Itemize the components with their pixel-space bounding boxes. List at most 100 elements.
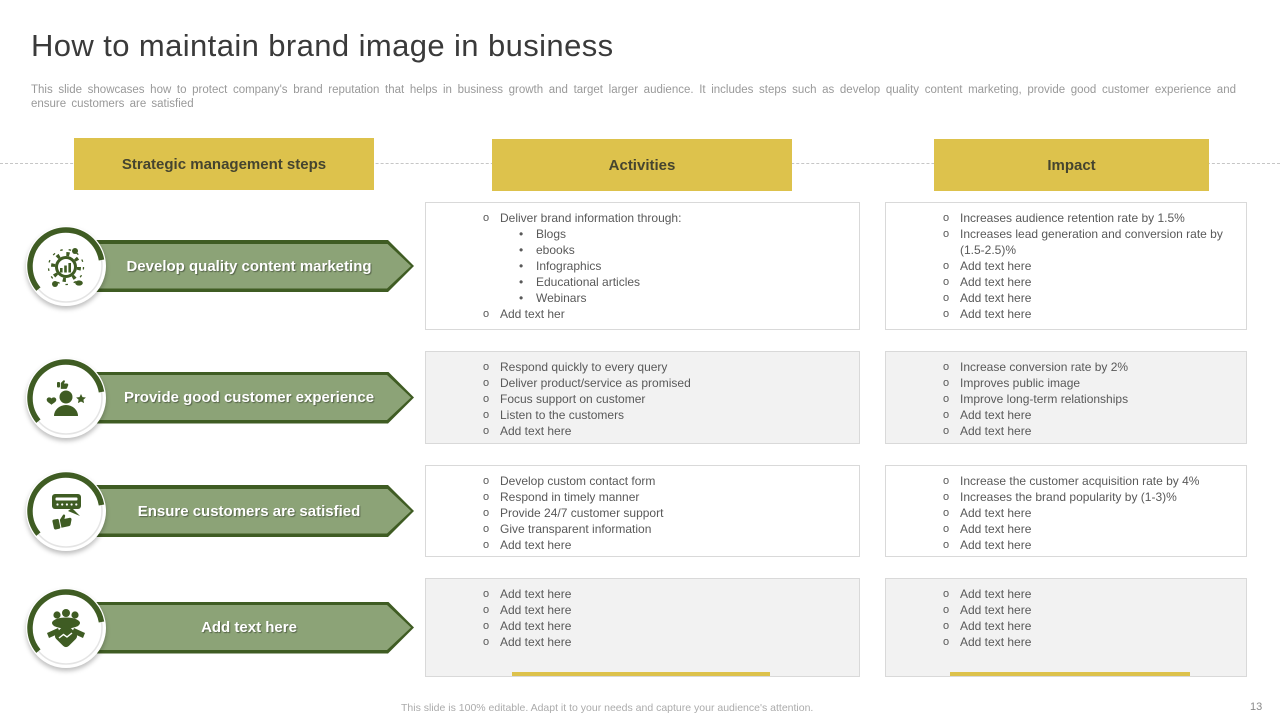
step-arrow-banner: Develop quality content marketing	[88, 240, 414, 292]
column-header-steps: Strategic management steps	[74, 138, 374, 190]
step-banner-label: Add text here	[201, 619, 297, 636]
page-title: How to maintain brand image in business	[31, 28, 614, 63]
bullet-marker: o	[483, 523, 490, 535]
bullet-marker: o	[483, 539, 490, 551]
item-text: Increases lead generation and conversion…	[960, 227, 1223, 257]
bullet-marker: o	[483, 377, 490, 389]
sub-bullet-marker: •	[519, 227, 524, 241]
item-text: Respond in timely manner	[500, 490, 640, 504]
activity-item: o Give transparent information	[483, 521, 851, 537]
step-arrow-fill	[88, 605, 411, 650]
bullet-marker: o	[943, 308, 950, 320]
item-text: Give transparent information	[500, 522, 652, 536]
bullet-marker: o	[483, 393, 490, 405]
bullet-marker: o	[943, 475, 950, 487]
bullet-marker: o	[943, 409, 950, 421]
step-banner: Provide good customer experience	[26, 357, 414, 438]
sub-item: •ebooks	[519, 242, 851, 258]
sub-bullet-marker: •	[519, 275, 524, 289]
activity-item: o Focus support on customer	[483, 391, 851, 407]
impact-item: o Increases the brand popularity by (1-3)…	[943, 489, 1238, 505]
step-banner: Ensure customers are satisfied	[26, 471, 414, 551]
customer-satisfaction-icon	[27, 472, 105, 550]
sub-item-text: Infographics	[536, 259, 602, 273]
step-banner: Develop quality content marketing	[26, 226, 414, 306]
sub-item-text: Educational articles	[536, 275, 641, 289]
bullet-marker: o	[943, 377, 950, 389]
sub-bullet-marker: •	[519, 243, 524, 257]
column-header-impact: Impact	[934, 139, 1209, 191]
step-icon-circle	[26, 226, 106, 306]
bullet-marker: o	[943, 260, 950, 272]
impact-list: o Increase the customer acquisition rate …	[886, 466, 1246, 553]
table-row: Ensure customers are satisfied	[0, 465, 1280, 557]
bullet-marker: o	[483, 409, 490, 421]
footer-note: This slide is 100% editable. Adapt it to…	[401, 702, 814, 714]
item-text: Add text here	[500, 424, 572, 438]
impact-item: o Improves public image	[943, 375, 1238, 391]
bullet-marker: o	[943, 636, 950, 648]
item-text: Add text here	[960, 506, 1032, 520]
item-text: Increases the brand popularity by (1-3)%	[960, 490, 1177, 504]
handshake-icon	[27, 588, 105, 667]
bullet-marker: o	[483, 620, 490, 632]
item-text: Increase conversion rate by 2%	[960, 360, 1129, 374]
item-text: Increase the customer acquisition rate b…	[960, 474, 1200, 488]
item-text: Add text here	[960, 307, 1032, 321]
bullet-marker: o	[483, 507, 490, 519]
bullet-marker: o	[943, 523, 950, 535]
bullet-marker: o	[483, 308, 490, 320]
bullet-marker: o	[483, 636, 490, 648]
item-text: Add text here	[960, 635, 1032, 649]
item-text: Focus support on customer	[500, 392, 646, 406]
item-text: Develop custom contact form	[500, 474, 656, 488]
item-text: Add text here	[500, 619, 572, 633]
sub-item: •Webinars	[519, 290, 851, 306]
table-row: Provide good customer experience	[0, 351, 1280, 444]
content-marketing-icon	[27, 227, 105, 305]
bullet-marker: o	[943, 539, 950, 551]
step-arrow-fill	[88, 489, 411, 534]
table-row: Develop quality content marketing	[0, 202, 1280, 330]
step-arrow-fill	[88, 244, 411, 289]
item-text: Improves public image	[960, 376, 1081, 390]
bullet-marker: o	[943, 361, 950, 373]
step-arrow-banner: Ensure customers are satisfied	[88, 485, 414, 537]
table-row: Add text here	[0, 578, 1280, 677]
sub-item-text: Blogs	[536, 227, 567, 241]
item-text: Add text here	[960, 291, 1032, 305]
sub-item: • Blogs	[519, 226, 851, 242]
item-text: Deliver product/service as promised	[500, 376, 691, 390]
partial-next-header-strip-impact	[950, 672, 1190, 676]
sub-item-text: Webinars	[536, 291, 587, 305]
bullet-marker: o	[483, 588, 490, 600]
item-text: Add text here	[960, 619, 1032, 633]
step-arrow-banner: Provide good customer experience	[88, 372, 414, 424]
bullet-marker: o	[943, 292, 950, 304]
column-header-activities: Activities	[492, 139, 792, 191]
item-text: Respond quickly to every query	[500, 360, 668, 374]
bullet-marker: o	[943, 491, 950, 503]
